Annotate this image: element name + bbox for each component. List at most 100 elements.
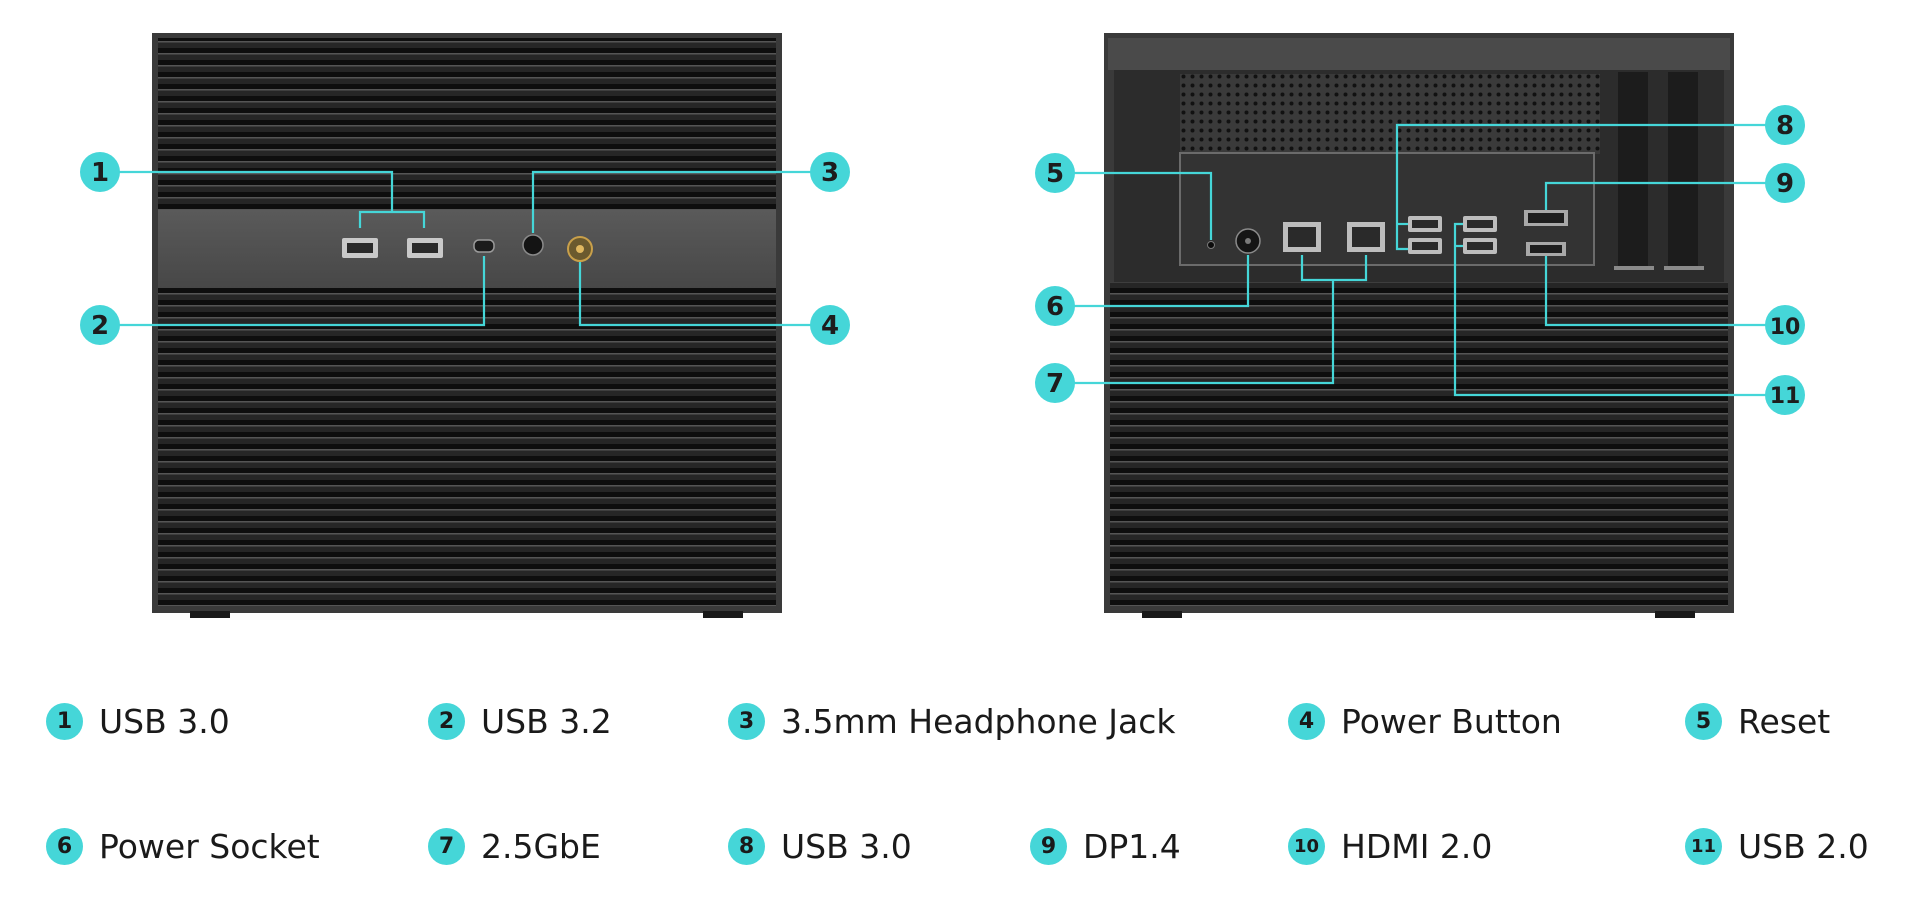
- leader-line-7b: [1300, 255, 1368, 282]
- legend-item-8: 8 USB 3.0: [728, 824, 912, 868]
- reset-pinhole: [1207, 241, 1215, 249]
- leader-line-4: [578, 262, 830, 327]
- legend-label: Power Socket: [99, 826, 320, 866]
- callout-badge-1: 1: [80, 152, 120, 192]
- front-usb-port: [342, 238, 378, 258]
- legend-item-2: 2 USB 3.2: [428, 699, 612, 743]
- legend-badge: 3: [728, 702, 765, 740]
- front-foot-left: [190, 611, 230, 618]
- svg-text:2: 2: [91, 311, 109, 341]
- legend-badge: 2: [428, 702, 465, 740]
- back-foot-left: [1142, 611, 1182, 618]
- legend-item-9: 9 DP1.4: [1030, 824, 1181, 868]
- legend-item-6: 6 Power Socket: [46, 824, 320, 868]
- slot-bracket: [1664, 266, 1704, 270]
- legend-label: USB 3.2: [481, 701, 612, 741]
- legend-badge: 11: [1685, 827, 1722, 865]
- front-usb-c-port: [473, 239, 495, 253]
- legend-label: Power Button: [1341, 701, 1562, 741]
- leader-line-2: [100, 256, 486, 327]
- svg-text:8: 8: [1776, 111, 1794, 141]
- leader-line-10: [1544, 256, 1785, 327]
- callout-badge-6: 6: [1035, 286, 1075, 326]
- leader-line-9: [1544, 181, 1785, 210]
- displayport: [1524, 210, 1568, 226]
- svg-text:1: 1: [91, 158, 109, 188]
- front-panel-band: [158, 210, 776, 288]
- legend-item-7: 7 2.5GbE: [428, 824, 601, 868]
- expansion-slot: [1668, 72, 1698, 270]
- back-foot-right: [1655, 611, 1695, 618]
- legend-label: USB 2.0: [1738, 826, 1869, 866]
- back-usb3-port: [1408, 216, 1442, 232]
- back-view: [1104, 33, 1734, 618]
- svg-text:10: 10: [1770, 315, 1801, 340]
- legend-badge: 8: [728, 827, 765, 865]
- callout-badge-5: 5: [1035, 153, 1075, 193]
- legend-item-4: 4 Power Button: [1288, 699, 1562, 743]
- power-socket: [1235, 228, 1261, 254]
- ethernet-port: [1347, 222, 1385, 252]
- legend-badge: 6: [46, 827, 83, 865]
- leader-line-1b: [358, 210, 426, 228]
- svg-text:6: 6: [1046, 292, 1064, 322]
- ethernet-port: [1283, 222, 1321, 252]
- legend-badge: 7: [428, 827, 465, 865]
- back-usb3-port: [1408, 238, 1442, 254]
- slot-bracket: [1614, 266, 1654, 270]
- callout-badge-3: 3: [810, 152, 850, 192]
- front-grille-bottom: [158, 288, 776, 606]
- legend-label: 3.5mm Headphone Jack: [781, 701, 1176, 741]
- expansion-slot: [1618, 72, 1648, 270]
- front-view: [152, 33, 782, 618]
- front-foot-right: [703, 611, 743, 618]
- legend-item-10: 10 HDMI 2.0: [1288, 824, 1492, 868]
- front-power-button: [567, 236, 593, 262]
- legend-label: Reset: [1738, 701, 1831, 741]
- svg-text:7: 7: [1046, 369, 1064, 399]
- leader-line-11: [1453, 222, 1785, 397]
- svg-text:4: 4: [821, 311, 839, 341]
- leader-line-5: [1055, 171, 1213, 240]
- front-grille-top: [158, 38, 776, 210]
- legend-badge: 4: [1288, 702, 1325, 740]
- svg-text:5: 5: [1046, 159, 1064, 189]
- leader-lines: [100, 123, 1785, 397]
- callout-badge-11: 11: [1765, 375, 1805, 415]
- back-usb2-port: [1463, 216, 1497, 232]
- front-usb-port: [407, 238, 443, 258]
- leader-line-3: [531, 170, 830, 233]
- leader-line-7: [1055, 280, 1335, 385]
- callout-badges: 1 2 3 4 5 6 7 8: [80, 105, 1805, 415]
- callout-badge-7: 7: [1035, 363, 1075, 403]
- legend-label: USB 3.0: [781, 826, 912, 866]
- legend-item-1: 1 USB 3.0: [46, 699, 230, 743]
- back-grille: [1110, 282, 1728, 606]
- legend-item-11: 11 USB 2.0: [1685, 824, 1869, 868]
- legend-item-5: 5 Reset: [1685, 699, 1830, 743]
- legend-badge: 1: [46, 702, 83, 740]
- callout-badge-4: 4: [810, 305, 850, 345]
- svg-text:9: 9: [1776, 169, 1794, 199]
- back-usb2-port: [1463, 238, 1497, 254]
- svg-text:3: 3: [821, 158, 839, 188]
- svg-text:11: 11: [1770, 384, 1801, 409]
- callout-badge-8: 8: [1765, 105, 1805, 145]
- callout-badge-2: 2: [80, 305, 120, 345]
- legend-badge: 9: [1030, 827, 1067, 865]
- legend-badge: 10: [1288, 827, 1325, 865]
- legend-label: USB 3.0: [99, 701, 230, 741]
- hdmi-port: [1526, 242, 1566, 256]
- legend-label: HDMI 2.0: [1341, 826, 1493, 866]
- callout-badge-10: 10: [1765, 305, 1805, 345]
- legend-label: DP1.4: [1083, 826, 1181, 866]
- leader-line-6: [1055, 255, 1250, 308]
- leader-line-8: [1395, 123, 1785, 251]
- legend-badge: 5: [1685, 702, 1722, 740]
- back-top-lip: [1108, 38, 1730, 70]
- callout-badge-9: 9: [1765, 163, 1805, 203]
- device-diagram: 1 2 3 4 5 6 7 8: [80, 33, 1805, 618]
- front-headphone-jack: [522, 234, 544, 256]
- legend-label: 2.5GbE: [481, 826, 601, 866]
- back-vent-holes: [1180, 74, 1600, 154]
